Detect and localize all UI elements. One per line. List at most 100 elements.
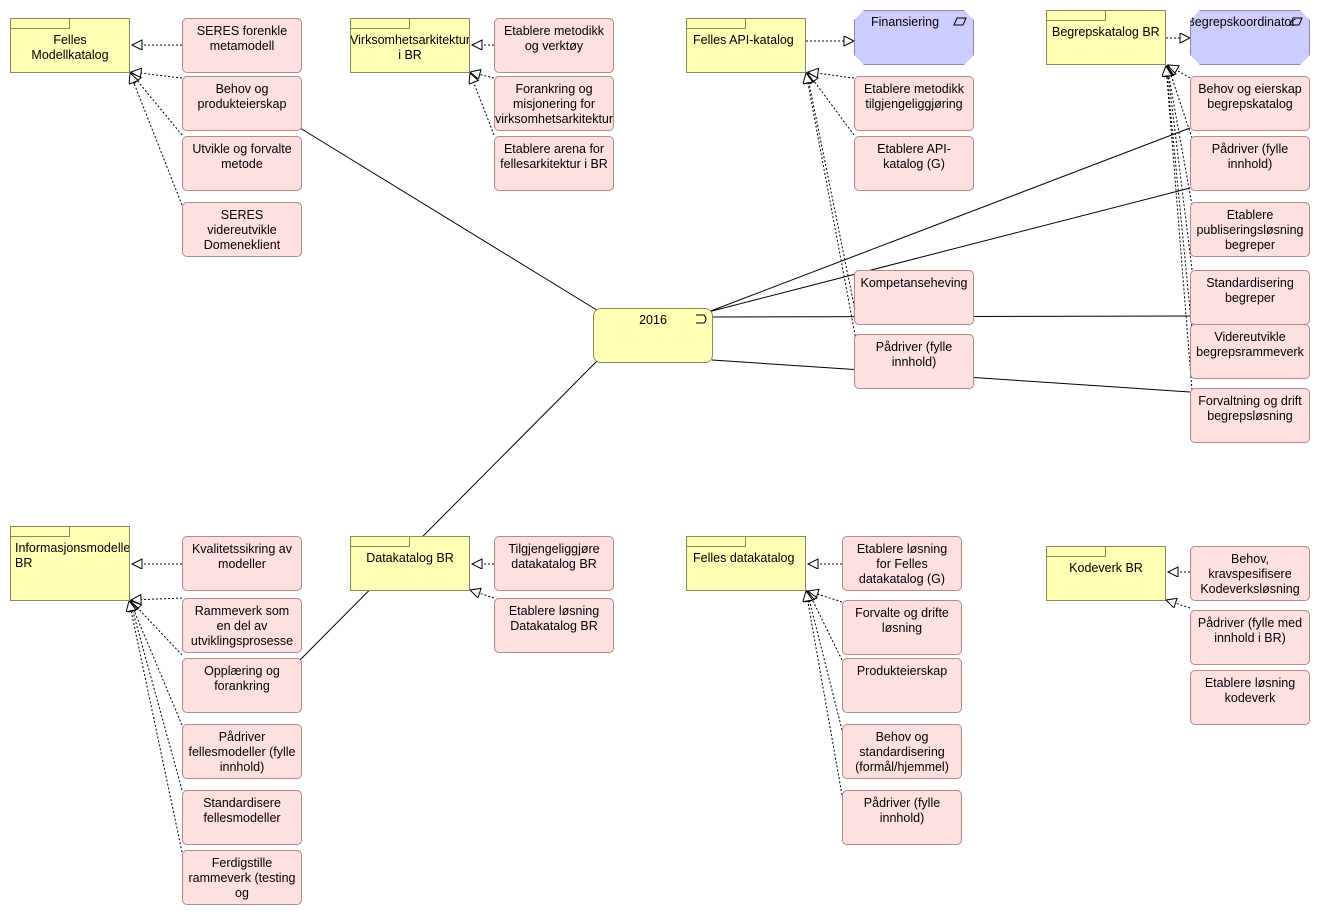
work-label: Etablere løsning kodeverk: [1204, 676, 1296, 705]
work-standardisering-begreper[interactable]: Standardisering begreper: [1190, 270, 1310, 325]
work-label: Rammeverk som en del av utviklingsproses…: [190, 604, 294, 648]
work-ferdigstille-rammeverk[interactable]: Ferdigstille rammeverk (testing og: [182, 850, 302, 905]
work-produkteierskap[interactable]: Produkteierskap: [842, 658, 962, 713]
package-tab: [1047, 547, 1106, 557]
work-utvikle-metode[interactable]: Utvikle og forvalte metode: [182, 136, 302, 191]
work-label: Behov og standardisering (formål/hjemmel…: [855, 730, 949, 774]
package-datakatalog[interactable]: Datakatalog BR: [350, 536, 470, 591]
package-tab: [351, 19, 410, 29]
work-opplaering[interactable]: Opplæring og forankring: [182, 658, 302, 713]
work-label: Videreutvikle begrepsrammeverk: [1196, 330, 1304, 359]
work-padriver-api[interactable]: Pådriver (fylle innhold): [854, 334, 974, 389]
work-standardisere-fellesmodeller[interactable]: Standardisere fellesmodeller: [182, 790, 302, 845]
work-etablere-api-katalog[interactable]: Etablere API-katalog (G): [854, 136, 974, 191]
role-begrepskoordinator[interactable]: Begrepskoordinator: [1190, 10, 1310, 65]
package-tab: [11, 19, 70, 29]
realization-behov-produkteierskap: [131, 72, 183, 79]
work-behov-produkteierskap[interactable]: Behov og produkteierskap: [182, 76, 302, 131]
realization-publisering: [1167, 66, 1193, 206]
work-label: Opplæring og forankring: [204, 664, 280, 693]
work-label: Ferdigstille rammeverk (testing og: [188, 856, 296, 900]
package-informasjonsmodeller[interactable]: Informasjonsmodeller BR: [10, 526, 130, 601]
realization-padriver-api: [806, 73, 857, 341]
work-seres-forenkle[interactable]: SERES forenkle metamodell: [182, 18, 302, 73]
work-losning-felles-datakatalog[interactable]: Etablere løsning for Felles datakatalog …: [842, 536, 962, 591]
realization-produkteierskap: [808, 591, 843, 661]
work-publiseringslosning[interactable]: Etablere publiseringsløsning begreper: [1190, 202, 1310, 257]
package-felles-modellkatalog[interactable]: Felles Modellkatalog: [10, 18, 130, 73]
work-label: Etablere løsning for Felles datakatalog …: [856, 542, 948, 586]
work-label: Standardisering begreper: [1206, 276, 1294, 305]
work-etablere-arena[interactable]: Etablere arena for fellesarkitektur i BR: [494, 136, 614, 191]
package-label: Felles Modellkatalog: [31, 33, 109, 62]
work-label: Utvikle og forvalte metode: [192, 142, 292, 171]
work-label: Pådriver fellesmodeller (fylle innhold): [188, 730, 296, 774]
work-label: Kompetanseheving: [860, 276, 968, 290]
work-kvalitetssikring[interactable]: Kvalitetssikring av modeller: [182, 536, 302, 591]
work-label: Etablere løsning Datakatalog BR: [508, 604, 600, 633]
package-felles-datakatalog[interactable]: Felles datakatalog: [686, 536, 806, 591]
work-label: Etablere API-katalog (G): [877, 142, 951, 171]
package-tab: [351, 537, 410, 547]
realization-standardisering: [1167, 66, 1193, 271]
work-label: Forvalte og drifte løsning: [855, 606, 949, 635]
realization-forvaltning: [1166, 66, 1193, 391]
plateau-line-behov-eierskap: [707, 127, 1191, 313]
work-begrepsrammeverk[interactable]: Videreutvikle begrepsrammeverk: [1190, 324, 1310, 379]
work-padriver-begrep[interactable]: Pådriver (fylle innhold): [1190, 136, 1310, 191]
work-behov-kodeverk[interactable]: Behov, kravspesifisere Kodeverksløsning: [1190, 546, 1310, 601]
work-label: Behov, kravspesifisere Kodeverksløsning: [1200, 552, 1300, 596]
work-tilgjengeliggjore-datakatalog[interactable]: Tilgjengeliggjøre datakatalog BR: [494, 536, 614, 591]
realization-opplaering: [131, 601, 183, 656]
work-behov-standardisering[interactable]: Behov og standardisering (formål/hjemmel…: [842, 724, 962, 779]
work-forvaltning-begrepslosning[interactable]: Forvaltning og drift begrepsløsning: [1190, 388, 1310, 443]
role-icon: [953, 17, 967, 26]
work-label: Tilgjengeliggjøre datakatalog BR: [508, 542, 600, 571]
package-virksomhetsarkitektur[interactable]: Virksomhetsarkitektur i BR: [350, 18, 470, 73]
realization-padriver-begrep: [1168, 66, 1193, 139]
work-losning-kodeverk[interactable]: Etablere løsning kodeverk: [1190, 670, 1310, 725]
work-metodikk-tilgjengeliggjoring[interactable]: Etablere metodikk tilgjengeliggjøring: [854, 76, 974, 131]
role-label: Finansiering: [870, 15, 940, 29]
role-finansiering[interactable]: Finansiering: [854, 10, 974, 65]
work-padriver-kodeverk[interactable]: Pådriver (fylle med innhold i BR): [1190, 610, 1310, 665]
realization-padriver-kodeverk: [1166, 600, 1191, 609]
work-seres-domeneklient[interactable]: SERES videreutvikle Domeneklient: [182, 202, 302, 257]
work-padriver-fellesmodeller[interactable]: Pådriver fellesmodeller (fylle innhold): [182, 724, 302, 779]
work-label: Etablere metodikk og verktøy: [503, 24, 605, 53]
work-forankring-misjonering[interactable]: Forankring og misjonering for virksomhet…: [494, 76, 614, 131]
work-label: Behov og eierskap begrepskatalog: [1198, 82, 1302, 111]
work-label: Kvalitetssikring av modeller: [191, 542, 293, 571]
work-label: Pådriver (fylle innhold): [875, 340, 953, 369]
work-padriver-datakatalog[interactable]: Pådriver (fylle innhold): [842, 790, 962, 845]
package-felles-api-katalog[interactable]: Felles API-katalog: [686, 18, 806, 73]
package-label: Felles datakatalog: [693, 551, 795, 565]
work-label: Forvaltning og drift begrepsløsning: [1198, 394, 1302, 423]
package-tab: [1047, 11, 1106, 21]
realization-utvikle-metode: [131, 73, 183, 136]
work-label: Etablere metodikk tilgjengeliggjøring: [863, 82, 965, 111]
work-kompetanseheving[interactable]: Kompetanseheving: [854, 270, 974, 325]
work-metodikk-verktoy[interactable]: Etablere metodikk og verktøy: [494, 18, 614, 73]
package-label: Begrepskatalog BR: [1052, 25, 1160, 39]
work-rammeverk-utvikling[interactable]: Rammeverk som en del av utviklingsproses…: [182, 598, 302, 653]
work-losning-datakatalog[interactable]: Etablere løsning Datakatalog BR: [494, 598, 614, 653]
realization-api-katalog: [808, 73, 855, 136]
work-label: SERES forenkle metamodell: [196, 24, 288, 53]
work-label: Etablere publiseringsløsning begreper: [1196, 208, 1304, 252]
work-label: Behov og produkteierskap: [197, 82, 287, 111]
work-behov-eierskap-begrep[interactable]: Behov og eierskap begrepskatalog: [1190, 76, 1310, 131]
realization-padriver-datakatalog: [806, 591, 843, 796]
package-label: Virksomhetsarkitektur i BR: [350, 33, 470, 62]
plateau-2016[interactable]: 2016: [593, 308, 713, 363]
package-tab: [687, 537, 746, 547]
package-kodeverk[interactable]: Kodeverk BR: [1046, 546, 1166, 601]
plateau-line-padriver-begrep: [707, 187, 1191, 313]
package-label: Datakatalog BR: [366, 551, 454, 565]
realization-forvalte-drifte: [808, 591, 843, 603]
package-begrepskatalog[interactable]: Begrepskatalog BR: [1046, 10, 1166, 65]
package-label: Informasjonsmodeller BR: [15, 541, 130, 570]
work-forvalte-drifte[interactable]: Forvalte og drifte løsning: [842, 600, 962, 655]
role-label: Begrepskoordinator: [1190, 15, 1296, 29]
